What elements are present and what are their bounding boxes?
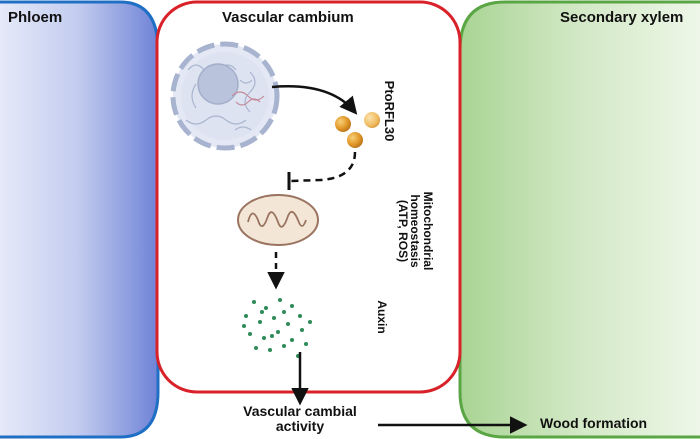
- auxin-particle: [254, 346, 258, 350]
- nucleus-cell-icon: [170, 41, 280, 151]
- ptorfl30-label: PtoRFL30: [382, 80, 397, 142]
- auxin-particle: [264, 306, 268, 310]
- phloem-label: Phloem: [8, 9, 63, 26]
- auxin-particle: [304, 342, 308, 346]
- auxin-particle: [282, 344, 286, 348]
- inhibition-arrow: [287, 151, 357, 190]
- auxin-particle: [258, 320, 262, 324]
- wood-formation-label: Wood formation: [540, 415, 648, 431]
- auxin-particle: [308, 320, 312, 324]
- auxin-particle: [252, 300, 256, 304]
- secondary-xylem-label: Secondary xylem: [560, 9, 684, 26]
- mitochondrion-icon: [237, 194, 319, 246]
- arrow-expression: [271, 85, 358, 115]
- auxin-particle: [278, 298, 282, 302]
- auxin-particle: [270, 334, 274, 338]
- auxin-particle: [262, 336, 266, 340]
- auxin-particle: [290, 304, 294, 308]
- auxin-particle: [268, 348, 272, 352]
- secondary-xylem-cell: [458, 0, 700, 439]
- phloem-cell: [0, 0, 160, 439]
- auxin-particle: [298, 314, 302, 318]
- auxin-particle: [260, 310, 264, 314]
- auxin-particle: [272, 316, 276, 320]
- vascular-cambium-label: Vascular cambium: [222, 9, 354, 26]
- cambial-activity-label: Vascular cambial activity: [243, 403, 357, 435]
- auxin-particle: [242, 324, 246, 328]
- auxin-particle: [286, 322, 290, 326]
- auxin-particle: [290, 338, 294, 342]
- auxin-label: Auxin: [375, 300, 389, 334]
- auxin-particle: [248, 332, 252, 336]
- auxin-particle: [282, 310, 286, 314]
- auxin-particle: [300, 328, 304, 332]
- auxin-particle: [276, 330, 280, 334]
- auxin-particle: [244, 314, 248, 318]
- mitochondrial-homeostasis-label: Mitochondrial homeostasis (ATP, ROS): [395, 191, 435, 271]
- ptorfl30-protein-icon: [335, 112, 380, 148]
